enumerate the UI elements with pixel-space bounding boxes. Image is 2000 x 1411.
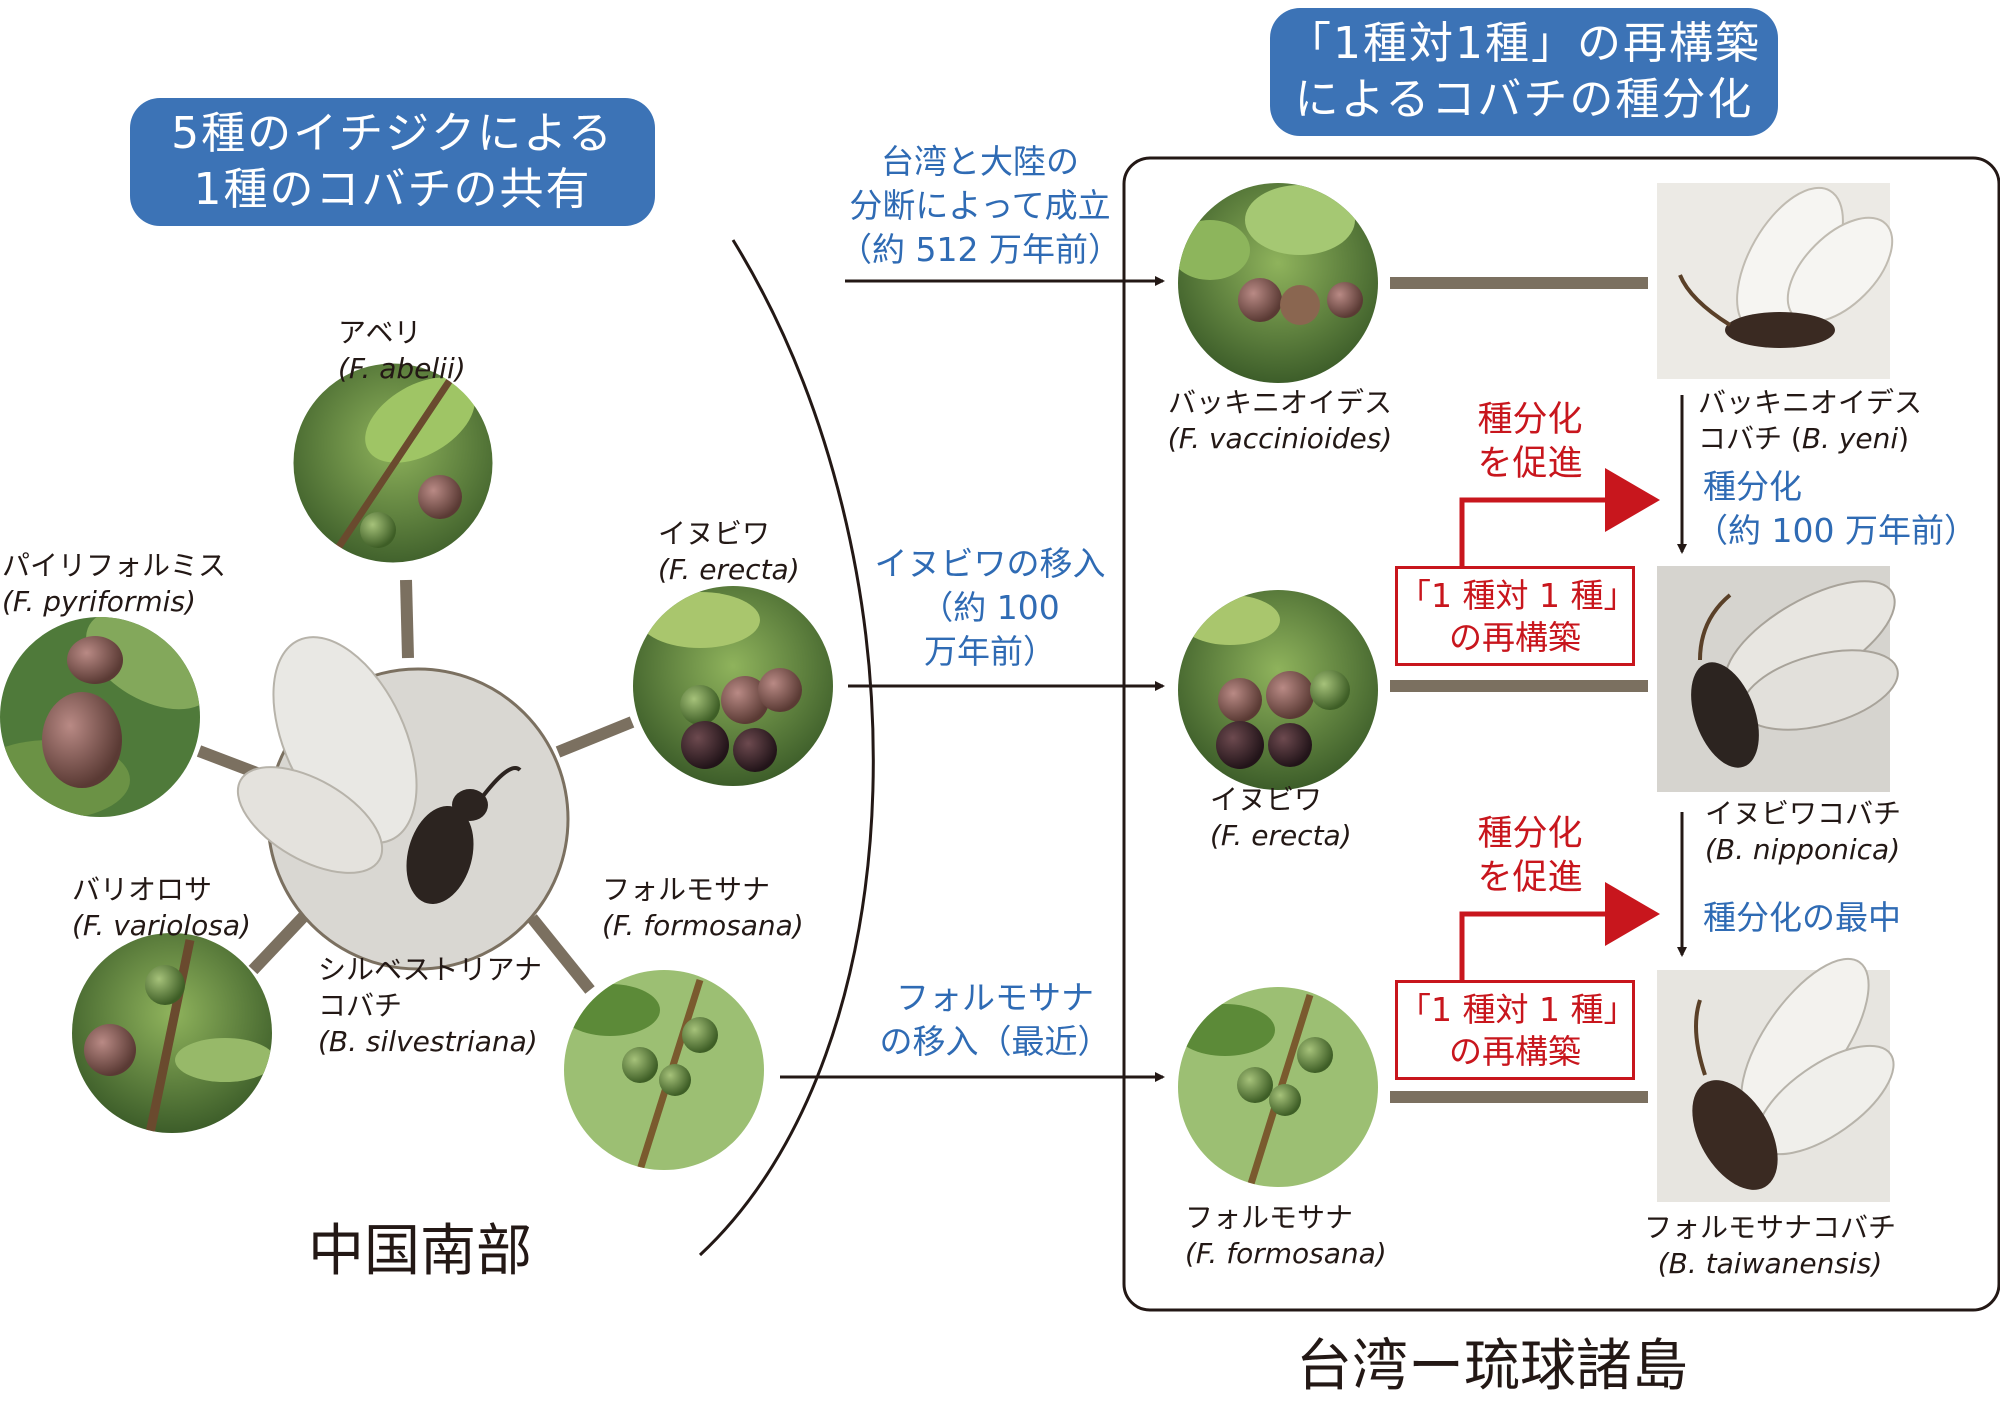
- silvestriana-sci: (B. silvestriana): [318, 1025, 538, 1058]
- yeni-photo: [1657, 183, 1894, 379]
- migration-label-2: イヌビワの移入 （約 100 万年前）: [865, 542, 1115, 674]
- vaccinioides-sci: (F. vaccinioides): [1167, 422, 1393, 455]
- taiwanensis-photo: [1657, 957, 1895, 1202]
- rebuild-2-line1: 「1 種対 1 種」: [1398, 990, 1637, 1029]
- erecta-taiwan-sci: (F. erecta): [1210, 819, 1352, 852]
- label-nipponica: イヌビワコバチ (B. nipponica): [1705, 796, 1901, 868]
- label-formosana-china: フォルモサナ (F. formosana): [602, 872, 804, 944]
- header-taiwan-line1: 「1種対1種」の再構築: [1287, 18, 1761, 69]
- formosana-taiwan-jp: フォルモサナ: [1185, 1201, 1354, 1234]
- variolosa-jp: バリオロサ: [72, 873, 213, 906]
- taiwan-links: [1390, 277, 1648, 1103]
- erecta-china-photo: [633, 586, 833, 786]
- promotion-arrow-1: [1459, 468, 1660, 566]
- promote-label-1: 種分化 を促進: [1455, 398, 1605, 486]
- nipponica-sci: (B. nipponica): [1705, 833, 1901, 866]
- taiwanensis-sci: (B. taiwanensis): [1657, 1247, 1883, 1280]
- rebuild-box-1: 「1 種対 1 種」 の再構築: [1395, 566, 1637, 666]
- yeni-line2: コバチ (B. yeni): [1698, 421, 1922, 457]
- taiwan-frame: [1122, 156, 2000, 1312]
- yeni-jp2: コバチ (: [1698, 422, 1802, 455]
- pyriformis-photo: [0, 617, 200, 817]
- region-china: 中国南部: [308, 1219, 532, 1284]
- abelii-photo: [293, 363, 493, 563]
- vaccinioides-photo: [1178, 183, 1378, 383]
- abelii-jp: アベリ: [338, 316, 422, 349]
- vaccinioides-jp: バッキニオイデス: [1167, 386, 1392, 419]
- header-taiwan: 「1種対1種」の再構築 によるコバチの種分化: [1270, 8, 1778, 136]
- label-taiwanensis: フォルモサナコバチ (B. taiwanensis): [1640, 1210, 1900, 1282]
- yeni-tail: ): [1898, 422, 1910, 455]
- pyriformis-jp: パイリフォルミス: [2, 549, 227, 582]
- label-erecta-taiwan: イヌビワ (F. erecta): [1210, 782, 1352, 854]
- migration-label-1: 台湾と大陸の 分断によって成立 （約 512 万年前）: [820, 140, 1140, 272]
- taiwanensis-jp: フォルモサナコバチ: [1643, 1211, 1896, 1244]
- erecta-taiwan-jp: イヌビワ: [1210, 783, 1323, 816]
- label-variolosa: バリオロサ (F. variolosa): [72, 872, 251, 944]
- erecta-china-sci: (F. erecta): [658, 553, 800, 586]
- migration-arrows: [780, 276, 1165, 1082]
- rebuild-box-2: 「1 種対 1 種」 の再構築: [1395, 980, 1637, 1080]
- formosana-taiwan-photo: [1178, 987, 1378, 1187]
- label-silvestriana: シルベストリアナ コバチ (B. silvestriana): [318, 952, 542, 1060]
- variolosa-photo: [72, 933, 272, 1133]
- migration-3-line1: フォルモサナ: [896, 978, 1094, 1017]
- abelii-sci: (F. abelii): [338, 352, 466, 385]
- formosana-china-sci: (F. formosana): [602, 909, 804, 942]
- nipponica-photo: [1657, 566, 1899, 792]
- migration-3-line2: の移入（最近）: [879, 1022, 1111, 1061]
- label-formosana-taiwan: フォルモサナ (F. formosana): [1185, 1200, 1387, 1272]
- region-taiwan: 台湾ー琉球諸島: [1296, 1334, 1688, 1399]
- header-china-line2: 1種のコバチの共有: [193, 164, 592, 215]
- promote-label-2: 種分化 を促進: [1455, 812, 1605, 900]
- rebuild-1-line2: の再構築: [1449, 618, 1581, 657]
- nipponica-jp: イヌビワコバチ: [1705, 797, 1902, 830]
- speciation-label-1: 種分化 （約 100 万年前）: [1695, 465, 1977, 553]
- promote-2-line2: を促進: [1477, 858, 1583, 898]
- erecta-taiwan-photo: [1178, 590, 1378, 790]
- label-pyriformis: パイリフォルミス (F. pyriformis): [2, 548, 226, 620]
- header-china: 5種のイチジクによる 1種のコバチの共有: [130, 98, 655, 226]
- silvestriana-jp2: コバチ: [318, 989, 403, 1022]
- variolosa-sci: (F. variolosa): [72, 909, 251, 942]
- speciation-label-2: 種分化の最中: [1703, 898, 1901, 937]
- yeni-jp1: バッキニオイデス: [1698, 386, 1923, 419]
- erecta-china-jp: イヌビワ: [658, 517, 771, 550]
- formosana-china-jp: フォルモサナ: [602, 873, 771, 906]
- label-abelii: アベリ (F. abelii): [338, 315, 466, 387]
- formosana-taiwan-sci: (F. formosana): [1185, 1237, 1387, 1270]
- label-vaccinioides: バッキニオイデス (F. vaccinioides): [1165, 385, 1395, 457]
- yeni-sci: B. yeni: [1801, 422, 1899, 455]
- label-yeni: バッキニオイデス コバチ (B. yeni): [1698, 385, 1922, 457]
- speciation-1-line2: （約 100 万年前）: [1695, 511, 1977, 550]
- promote-1-line2: を促進: [1477, 444, 1583, 484]
- region-divider: [698, 239, 875, 1257]
- silvestriana-jp1: シルベストリアナ: [318, 953, 543, 986]
- formosana-china-photo: [564, 970, 764, 1170]
- migration-label-3: フォルモサナ の移入（最近）: [860, 976, 1130, 1064]
- rebuild-1-line1: 「1 種対 1 種」: [1398, 576, 1637, 615]
- migration-1-line1: 台湾と大陸の: [881, 142, 1079, 181]
- migration-1-line3: （約 512 万年前）: [839, 230, 1121, 269]
- label-erecta-china: イヌビワ (F. erecta): [658, 516, 800, 588]
- header-taiwan-line2: によるコバチの種分化: [1294, 74, 1754, 125]
- promote-2-line1: 種分化: [1477, 814, 1583, 854]
- pyriformis-sci: (F. pyriformis): [2, 585, 196, 618]
- migration-2-line3: 万年前）: [924, 632, 1056, 671]
- promotion-arrow-2: [1459, 882, 1660, 980]
- silvestriana-photo: [236, 636, 570, 971]
- migration-2-line2: （約 100: [920, 588, 1060, 627]
- migration-1-line2: 分断によって成立: [849, 186, 1111, 225]
- migration-2-line1: イヌビワの移入: [874, 544, 1106, 583]
- header-china-line1: 5種のイチジクによる: [171, 108, 614, 159]
- promote-1-line1: 種分化: [1477, 400, 1583, 440]
- speciation-1-line1: 種分化: [1703, 467, 1802, 506]
- rebuild-2-line2: の再構築: [1449, 1032, 1581, 1071]
